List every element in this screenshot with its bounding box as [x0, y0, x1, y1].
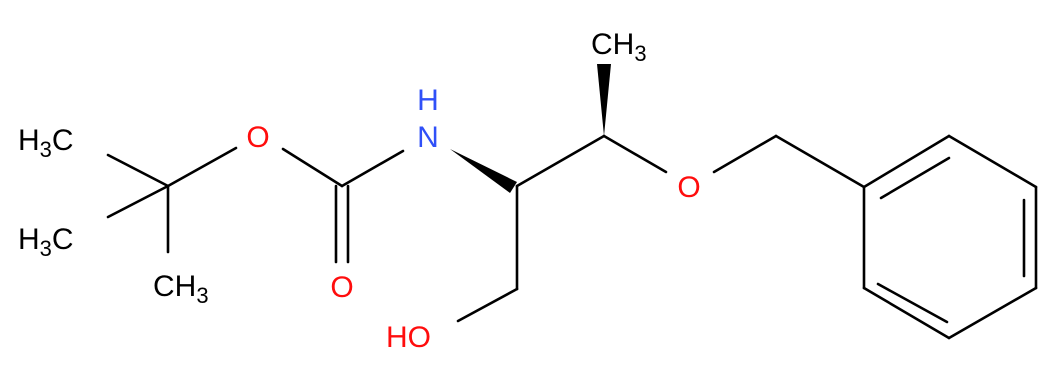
ch3-top-label: CH3 — [591, 28, 647, 66]
ether-oxygen-label: O — [677, 171, 700, 204]
bond-chiral-c-to-chiral-c2 — [515, 134, 606, 188]
bond-ch3-upper-to-quaternary-c — [106, 153, 170, 188]
ch3-bottom-label: CH3 — [153, 270, 209, 308]
wedge-bond-n-to-chiral-c — [450, 149, 517, 193]
nh-hydrogen-label: H — [417, 84, 439, 117]
bond-ester-o-to-carbonyl-c — [281, 147, 344, 188]
bond-quaternary-c-to-ester-o — [166, 146, 238, 188]
bond-ether-o-to-ch2 — [712, 134, 778, 174]
ring-inner-bond-a — [879, 156, 951, 200]
bond-chiral-c2-to-ether-o — [602, 134, 668, 174]
ester-oxygen-label: O — [246, 121, 269, 154]
carbonyl-oxygen-label: O — [330, 271, 353, 304]
bond-ch2-to-hydroxyl — [456, 287, 519, 323]
nh-nitrogen-label: N — [417, 121, 439, 154]
wedge-bond-chiral-c2-to-ch3 — [597, 64, 611, 136]
bond-carbonyl-c-to-n — [340, 149, 405, 188]
h3c-upper-label: H3C — [18, 124, 74, 162]
ring-bond-4 — [947, 286, 1038, 340]
ring-inner-bond-c — [876, 282, 949, 324]
hydroxyl-label: HO — [386, 321, 431, 354]
h3c-lower-label: H3C — [18, 223, 74, 261]
ring-bond-1 — [862, 134, 951, 189]
ring-bond-5 — [862, 286, 951, 340]
ring-bond-2 — [947, 134, 1038, 189]
bond-ch3-lower-to-quaternary-c — [106, 184, 170, 219]
bond-ch2-to-ring — [774, 134, 866, 189]
